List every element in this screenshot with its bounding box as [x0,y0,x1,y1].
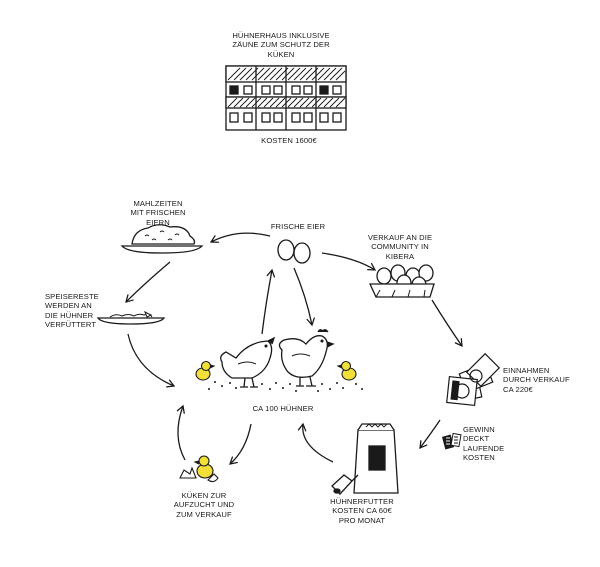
arrow-eggs-to-community [321,252,377,271]
two-eggs-icon [277,239,311,264]
hatching-chick-icon [179,455,219,483]
feed-sack-icon [331,423,399,495]
cash-icon [441,432,462,450]
arrow-eggs-to-meals [209,232,271,243]
hens-and-chicks-icon [195,329,363,392]
arrow-chicks-to-hens [176,404,186,461]
arrow-eggs-to-hens [293,267,315,327]
henhouse-icon [225,65,347,131]
banknotes-icon [446,352,501,407]
label-chicks: KÜKEN ZUR AUFZUCHT UND ZUM VERKAUF [173,491,235,519]
scraps-plate-icon [96,310,166,325]
label-hens: CA 100 HÜHNER [252,404,314,413]
arrow-hens-to-chicks [229,423,252,465]
arrow-community-to-money [431,299,463,348]
arrow-hens-to-eggs [261,268,276,335]
label-feed: HÜHNERFUTTER KOSTEN CA 60€ PRO MONAT [330,497,394,525]
label-food-scraps: SPEISERESTE WERDEN AN DIE HÜHNER VERFÜTT… [45,292,99,330]
label-henhouse-cost: KOSTEN 1600€ [261,136,317,145]
label-income: EINNAHMEN DURCH VERKAUF CA 220€ [503,366,570,394]
arrow-meals-to-scraps [125,261,171,303]
food-plate-icon [120,224,204,254]
label-henhouse: HÜHNERHAUS INKLUSIVE ZÄUNE ZUM SCHUTZ DE… [232,31,330,59]
label-fresh-eggs: FRISCHE EIER [270,222,326,231]
cycle-arrows [125,232,463,465]
label-community-sale: VERKAUF AN DIE COMMUNITY IN KIBERA [367,233,433,261]
label-meals: MAHLZEITEN MIT FRISCHEN EIERN [130,199,186,227]
arrow-feed-to-hens [297,422,334,463]
arrow-scraps-to-hens [127,333,176,388]
egg-carton-icon [368,264,435,298]
label-profit: GEWINN DECKT LAUFENDE KOSTEN [463,425,505,463]
arrow-money-to-cash [419,419,441,450]
